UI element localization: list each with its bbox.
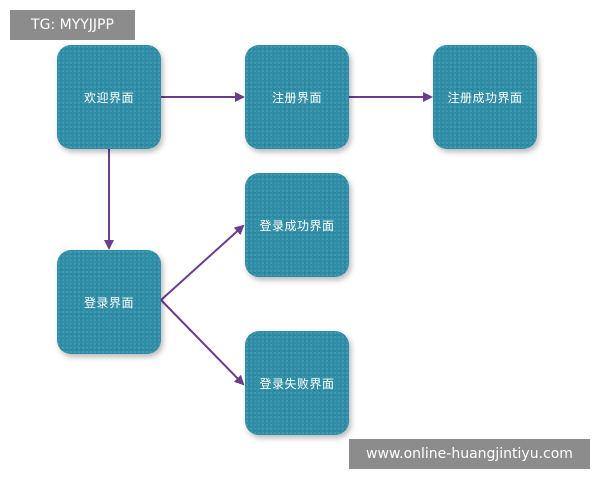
login-fail-screen-node: 登录失败界面 (245, 331, 349, 435)
login-success-screen-node: 登录成功界面 (245, 173, 349, 277)
arrow-login-to-login-success (160, 224, 245, 301)
register-screen-label: 注册界面 (271, 90, 322, 105)
login-screen-label: 登录界面 (83, 295, 134, 310)
register-success-screen-label: 注册成功界面 (447, 90, 523, 105)
watermark-top-left: TG: MYYJJPP (10, 10, 135, 40)
welcome-screen-node: 欢迎界面 (57, 45, 161, 149)
welcome-screen-label: 欢迎界面 (83, 90, 134, 105)
register-success-screen-node: 注册成功界面 (433, 45, 537, 149)
watermark-top-left-text: TG: MYYJJPP (31, 17, 114, 33)
watermark-bottom-right: www.online-huangjintiyu.com (349, 439, 590, 469)
login-screen-node: 登录界面 (57, 250, 161, 354)
register-screen-node: 注册界面 (245, 45, 349, 149)
login-success-screen-label: 登录成功界面 (259, 218, 335, 233)
watermark-bottom-right-text: www.online-huangjintiyu.com (366, 446, 573, 462)
login-fail-screen-label: 登录失败界面 (259, 376, 335, 391)
arrow-login-to-login-fail (160, 299, 245, 386)
